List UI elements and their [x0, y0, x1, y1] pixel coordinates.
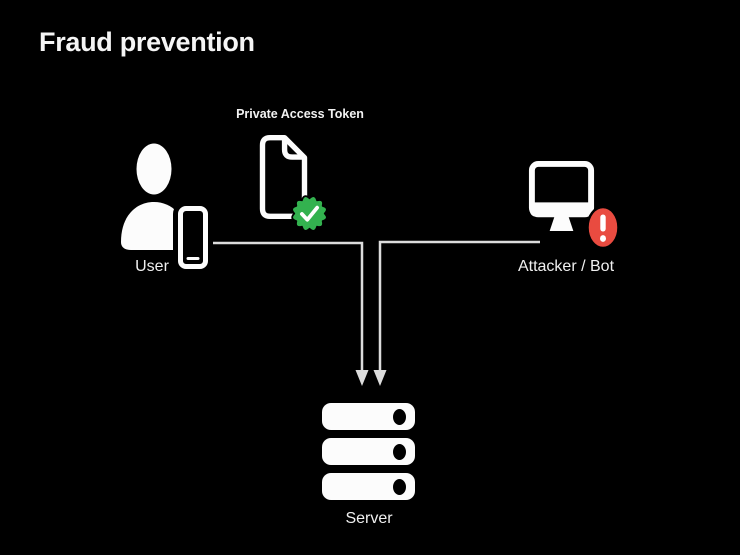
arrowhead-down-icon [355, 370, 369, 386]
desktop-computer-icon [528, 161, 595, 232]
iphone-notch [186, 211, 200, 216]
verified-checkmark-seal-icon [291, 195, 328, 232]
attacker-to-server-line [378, 240, 540, 372]
iphone-icon [178, 206, 208, 269]
arrowhead-down-icon [373, 370, 387, 386]
drive-indicator-dot [393, 443, 406, 460]
page-title: Fraud prevention [39, 27, 255, 57]
attacker-label: Attacker / Bot [517, 258, 615, 275]
user-label: User [135, 258, 169, 275]
user-to-server-line [210, 241, 364, 372]
exclamation-alert-icon [586, 205, 620, 250]
iphone-home-indicator [186, 256, 200, 260]
drive-indicator-dot [393, 408, 406, 425]
person-icon [121, 143, 187, 250]
server-drive [322, 403, 415, 430]
server-stack-icon [322, 403, 415, 500]
token-label: Private Access Token [236, 107, 364, 121]
server-drive [322, 473, 415, 500]
drive-indicator-dot [393, 478, 406, 495]
server-label: Server [345, 510, 393, 527]
server-drive [322, 438, 415, 465]
